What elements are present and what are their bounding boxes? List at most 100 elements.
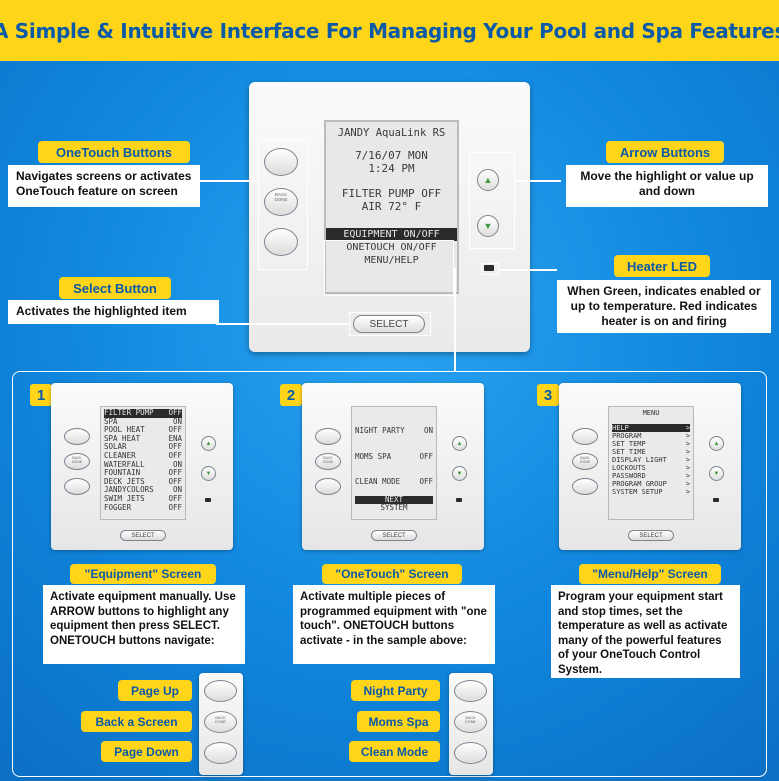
- arrow-down-button[interactable]: ▼: [452, 466, 467, 481]
- screens-frame: [12, 371, 767, 777]
- list-item[interactable]: DISPLAY LIGHT>: [612, 456, 690, 464]
- list-item[interactable]: PASSWORD>: [612, 472, 690, 480]
- list-item[interactable]: PROGRAM GROUP>: [612, 480, 690, 488]
- menu-item-help[interactable]: MENU/HELP: [364, 255, 419, 266]
- page-up-button[interactable]: [204, 680, 237, 702]
- connector-line: [515, 180, 561, 182]
- connector-line: [216, 323, 349, 325]
- clean-mode-button[interactable]: [454, 742, 487, 764]
- connector-line: [499, 269, 557, 271]
- back-done-button[interactable]: BACK DONE: [315, 453, 341, 470]
- arrow-down-icon: ▼: [713, 470, 720, 477]
- page-title: A Simple & Intuitive Interface For Manag…: [0, 18, 779, 43]
- back-a-screen-label: Back a Screen: [81, 711, 192, 732]
- onetouch-button-3[interactable]: [572, 478, 598, 495]
- legend-button-strip: BACK DONE: [449, 673, 493, 775]
- menu-item-equipment[interactable]: EQUIPMENT ON/OFF: [326, 228, 457, 241]
- onetouch-button-1[interactable]: [264, 148, 298, 176]
- arrow-up-icon: ▲: [483, 175, 493, 185]
- moms-spa-button[interactable]: BACK DONE: [454, 711, 487, 733]
- menu-panel: MENU HELP> PROGRAM> SET TEMP> SET TIME> …: [559, 383, 741, 550]
- select-callout-text: Activates the highlighted item: [8, 300, 219, 324]
- arrow-up-button[interactable]: ▲: [477, 169, 499, 191]
- main-lcd: JANDY AquaLink RS 7/16/07 MON 1:24 PM FI…: [324, 120, 459, 294]
- list-item[interactable]: SYSTEM SETUP>: [612, 488, 690, 496]
- list-item[interactable]: LOCKOUTS>: [612, 464, 690, 472]
- arrow-outline: [469, 152, 515, 249]
- equipment-screen-title: "Equipment" Screen: [70, 564, 216, 584]
- back-done-button[interactable]: BACK DONE: [64, 453, 90, 470]
- arrow-down-button[interactable]: ▼: [709, 466, 724, 481]
- arrow-callout-title: Arrow Buttons: [606, 141, 724, 163]
- connector-line: [197, 180, 258, 182]
- next-item[interactable]: NEXT: [355, 495, 433, 505]
- list-item[interactable]: HELP>: [612, 424, 690, 432]
- back-done-button[interactable]: BACK DONE: [264, 188, 298, 216]
- onetouch-callout-text: Navigates screens or activates OneTouch …: [8, 165, 200, 207]
- heater-led: [456, 498, 462, 502]
- arrow-down-button[interactable]: ▼: [477, 215, 499, 237]
- onetouch-button-3[interactable]: [264, 228, 298, 256]
- list-item[interactable]: PROGRAM>: [612, 432, 690, 440]
- page-up-label: Page Up: [118, 680, 192, 701]
- back-done-button[interactable]: BACK DONE: [572, 453, 598, 470]
- onetouch-screen-text: Activate multiple pieces of programmed e…: [293, 585, 495, 664]
- arrow-up-icon: ▲: [205, 440, 212, 447]
- system-item[interactable]: SYSTEM: [380, 503, 408, 513]
- select-outline: [349, 312, 431, 336]
- select-button[interactable]: SELECT: [353, 315, 425, 333]
- onetouch-button-3[interactable]: [315, 478, 341, 495]
- back-done-label: BACK DONE: [579, 456, 591, 464]
- lcd-menu: EQUIPMENT ON/OFF ONETOUCH ON/OFF MENU/HE…: [326, 228, 457, 267]
- heater-callout-text: When Green, indicates enabled or up to t…: [557, 280, 771, 333]
- step-number-2: 2: [280, 384, 302, 406]
- select-button[interactable]: SELECT: [120, 530, 166, 541]
- menu-screen-text: Program your equipment start and stop ti…: [551, 585, 740, 678]
- led-outline: [481, 263, 499, 275]
- menu-item-onetouch[interactable]: ONETOUCH ON/OFF: [346, 242, 437, 253]
- select-callout-title: Select Button: [59, 277, 171, 299]
- lcd-time: 1:24 PM: [368, 162, 415, 175]
- arrow-up-button[interactable]: ▲: [709, 436, 724, 451]
- back-a-screen-button[interactable]: BACK DONE: [204, 711, 237, 733]
- arrow-down-icon: ▼: [483, 221, 493, 231]
- onetouch-button-1[interactable]: [572, 428, 598, 445]
- arrow-up-icon: ▲: [456, 440, 463, 447]
- onetouch-outline: [258, 140, 308, 270]
- clean-mode-label: Clean Mode: [349, 741, 440, 762]
- list-item[interactable]: SET TIME>: [612, 448, 690, 456]
- onetouch-button-1[interactable]: [315, 428, 341, 445]
- onetouch-button-3[interactable]: [64, 478, 90, 495]
- select-button[interactable]: SELECT: [371, 530, 417, 541]
- arrow-down-button[interactable]: ▼: [201, 466, 216, 481]
- header-banner: A Simple & Intuitive Interface For Manag…: [0, 0, 779, 61]
- select-button[interactable]: SELECT: [628, 530, 674, 541]
- arrow-up-button[interactable]: ▲: [201, 436, 216, 451]
- arrow-up-button[interactable]: ▲: [452, 436, 467, 451]
- step-number-3: 3: [537, 384, 559, 406]
- onetouch-button-1[interactable]: [64, 428, 90, 445]
- page-down-button[interactable]: [204, 742, 237, 764]
- list-item[interactable]: SET TEMP>: [612, 440, 690, 448]
- night-party-button[interactable]: [454, 680, 487, 702]
- page-down-label: Page Down: [101, 741, 192, 762]
- arrow-callout-text: Move the highlight or value up and down: [566, 165, 768, 207]
